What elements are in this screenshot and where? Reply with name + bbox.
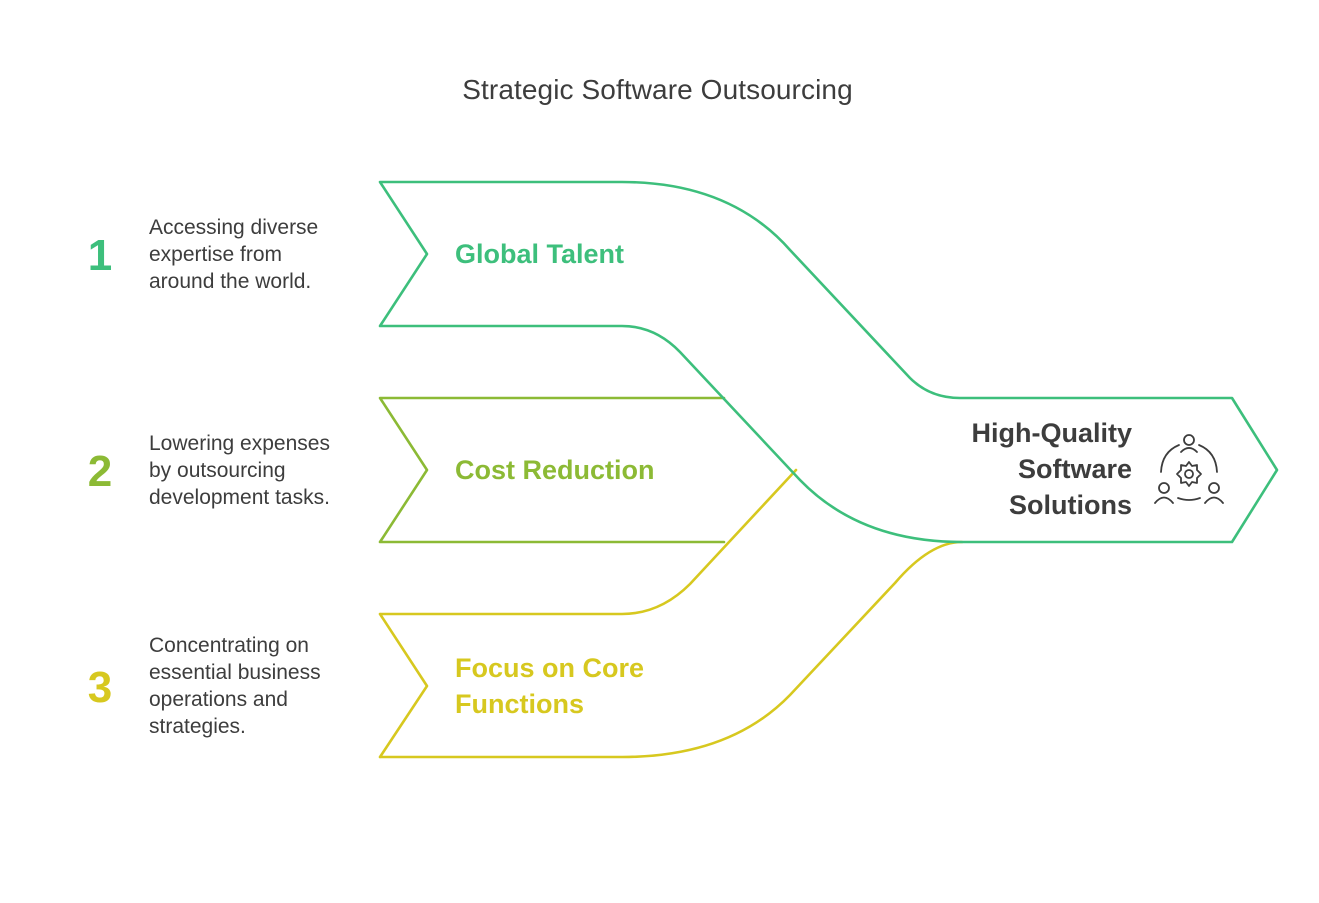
flow-shape-cost-reduction [378,396,726,544]
step-label-cost-reduction: Cost Reduction [455,455,655,485]
step-description-2: Lowering expenses by outsourcing develop… [149,432,330,509]
step-number-3: 3 [87,663,113,712]
step-description-1: Accessing diverse expertise from around … [149,216,319,293]
step-description-3: Concentrating on essential business oper… [149,634,321,738]
step-label-core-functions: Focus on Core Functions [455,653,645,719]
flow-shape-core-functions [378,468,964,759]
outcome-label: High-Quality Software Solutions [971,418,1133,520]
step-number-1: 1 [87,231,113,280]
team-gear-icon [1154,434,1224,504]
flow-shape-global-talent [378,180,1279,544]
diagram-title: Strategic Software Outsourcing [462,74,853,105]
step-number-2: 2 [87,447,113,496]
step-label-global-talent: Global Talent [455,239,625,269]
